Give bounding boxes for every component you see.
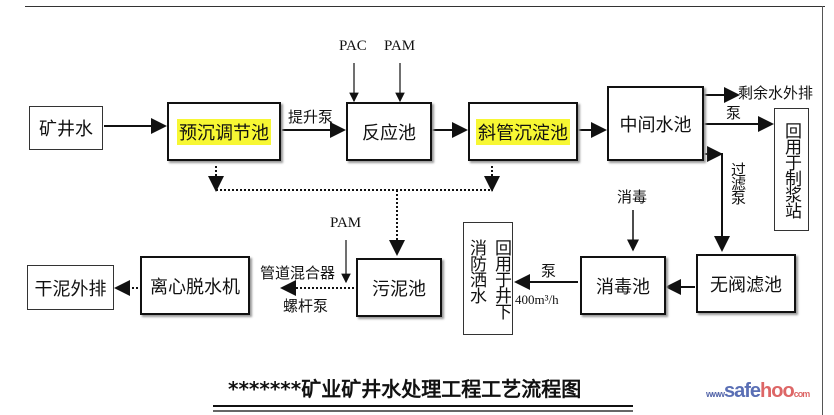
watermark-suffix: com	[793, 389, 810, 399]
label-pam-bottom: PAM	[330, 215, 362, 231]
node-reaction: 反应池	[346, 102, 432, 161]
label-pipe-mixer: 管道混合器	[260, 264, 336, 282]
node-dry-sludge: 干泥外排	[27, 265, 114, 310]
label-pump-bottom: 泵	[541, 262, 557, 280]
node-fire-sprinkle-label: 消防洒水	[466, 239, 486, 303]
frame-top-border	[25, 6, 825, 7]
node-disinfection-label: 消毒池	[596, 276, 650, 298]
node-valveless-filter-label: 无阀滤池	[710, 274, 782, 296]
node-reuse-underground: 消防洒水 回用于井下	[463, 222, 513, 335]
label-disinfect: 消毒	[617, 188, 648, 206]
label-surplus-out: 剩余水外排	[738, 84, 814, 102]
node-dry-sludge-label: 干泥外排	[34, 278, 107, 300]
node-sludge-pool: 污泥池	[356, 258, 442, 317]
node-centrifuge-label: 离心脱水机	[150, 276, 240, 298]
label-pac: PAC	[339, 38, 367, 54]
label-lift-pump: 提升泵	[288, 108, 334, 126]
watermark-logo: wwwsafehoocom	[706, 380, 810, 403]
node-pre-settle-label: 预沉调节池	[177, 118, 271, 145]
node-reuse-slurry-label: 回用于制浆站	[781, 121, 801, 218]
node-pre-settle: 预沉调节池	[167, 102, 281, 161]
label-screw-pump: 螺杆泵	[283, 297, 329, 315]
node-sludge-pool-label: 污泥池	[372, 278, 426, 300]
node-mine-water: 矿井水	[29, 106, 103, 150]
diagram-title: *******矿业矿井水处理工程工艺流程图	[228, 377, 582, 401]
node-reuse-underground-label: 回用于井下	[491, 238, 511, 319]
node-middle-pool: 中间水池	[607, 86, 704, 161]
arrow-middle-to-filter	[704, 153, 730, 252]
title-underline-secondary	[213, 410, 633, 412]
label-pam-top: PAM	[384, 38, 416, 54]
title-underline	[213, 405, 633, 407]
node-centrifuge: 离心脱水机	[140, 256, 250, 315]
label-flow-rate: 400m³/h	[515, 292, 559, 307]
node-inclined-tube: 斜管沉淀池	[468, 102, 578, 161]
node-mine-water-label: 矿井水	[39, 119, 93, 140]
node-inclined-tube-label: 斜管沉淀池	[476, 118, 570, 145]
node-reaction-label: 反应池	[362, 122, 416, 144]
label-pump-right: 泵	[726, 104, 742, 122]
node-disinfection: 消毒池	[580, 256, 666, 315]
node-reuse-slurry: 回用于制浆站	[774, 108, 809, 231]
node-middle-pool-label: 中间水池	[619, 114, 692, 136]
frame-right-border	[822, 6, 823, 415]
node-valveless-filter: 无阀滤池	[696, 254, 796, 313]
watermark-brand-b: hoo	[760, 380, 795, 402]
label-filter-pump: 过滤泵	[729, 162, 747, 204]
watermark-prefix: www	[706, 389, 725, 399]
watermark-brand-a: safe	[724, 380, 761, 402]
